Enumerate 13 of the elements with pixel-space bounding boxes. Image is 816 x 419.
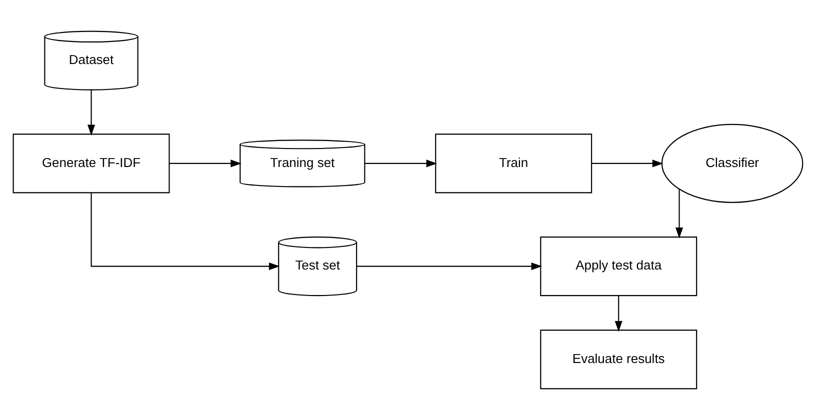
arrow — [90, 192, 280, 270]
arrow — [87, 90, 96, 136]
arrow — [356, 262, 542, 270]
arrow — [675, 188, 684, 238]
arrow — [614, 295, 622, 332]
arrow — [364, 159, 438, 167]
arrow — [592, 159, 664, 167]
arrow — [169, 159, 242, 167]
node-box: Train — [435, 133, 592, 193]
node-box: Apply test data — [540, 236, 698, 296]
node-ellipse: Classifier — [661, 123, 804, 202]
node-box: Generate TF-IDF — [12, 133, 170, 193]
node-box: Evaluate results — [540, 329, 698, 389]
